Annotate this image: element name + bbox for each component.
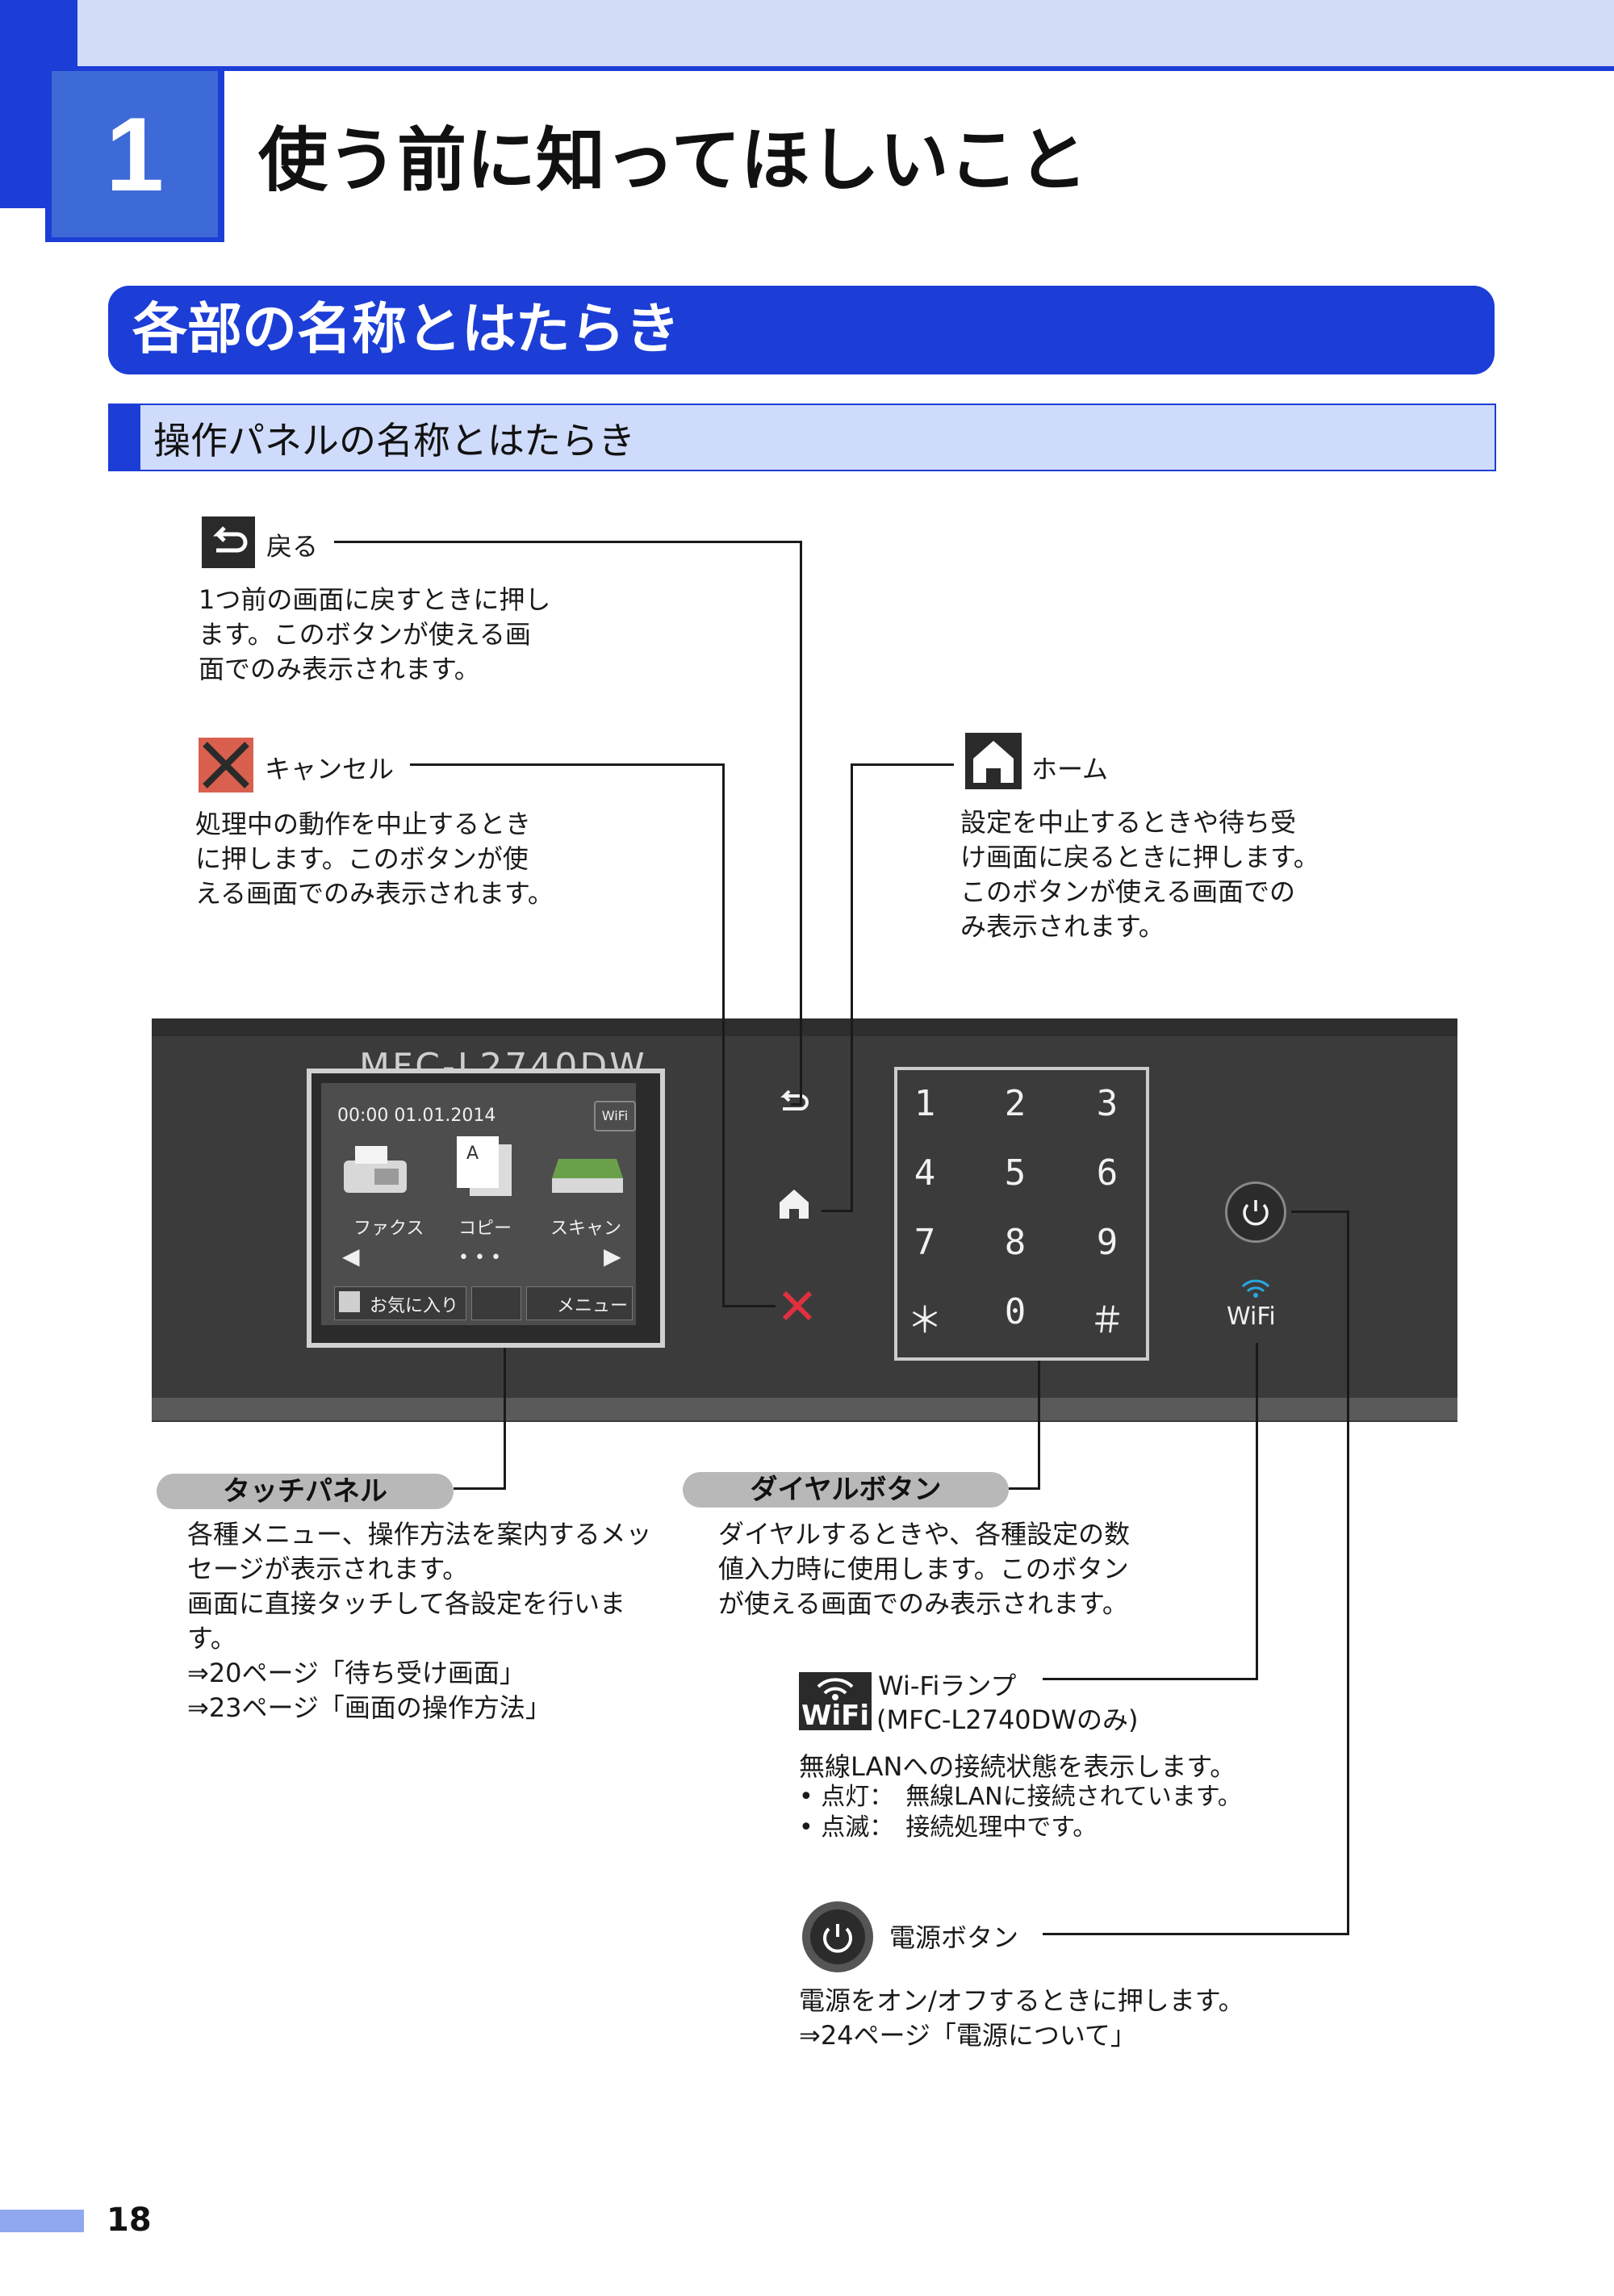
home-icon: [965, 733, 1022, 789]
leader-home: [822, 1210, 853, 1212]
page-number: 18: [107, 2202, 152, 2239]
page-tab: [0, 2210, 84, 2232]
subsection-accent: [108, 404, 140, 471]
key-7[interactable]: 7: [914, 1222, 936, 1263]
leader-power: [1347, 1211, 1349, 1935]
section-title: 各部の名称とはたらき: [108, 286, 1495, 374]
leader-touch-panel: [454, 1487, 506, 1490]
wifi-lamp-model-note: (MFC-L2740DWのみ): [876, 1704, 1139, 1735]
leader-power: [1291, 1211, 1349, 1213]
dial-label: ダイヤルボタン: [683, 1472, 1009, 1508]
panel-power-button[interactable]: [1225, 1181, 1286, 1243]
key-hash[interactable]: ＃: [1089, 1300, 1125, 1341]
leader-cancel: [722, 763, 725, 1307]
dial-description: ダイヤルするときや、各種設定の数 値入力時に使用します。このボタン が使える画面…: [718, 1519, 1131, 1619]
back-icon: [202, 516, 255, 568]
panel-wifi-icon: [1240, 1278, 1272, 1298]
screen-right-arrow[interactable]: ▶: [604, 1243, 621, 1269]
fax-label: ファクス: [353, 1219, 424, 1239]
power-description: 電源をオン/オフするときに押します。 ⇒24ページ「電源について」: [799, 1985, 1244, 2051]
wifi-lamp-icon-text: WiFi: [801, 1700, 870, 1732]
leader-wifi: [1043, 1678, 1258, 1680]
printer-model: MFC-L2740DW: [359, 1046, 647, 1069]
screen-datetime: 00:00 01.01.2014: [337, 1106, 496, 1126]
fax-icon[interactable]: [339, 1141, 412, 1198]
chapter-title: 使う前に知ってほしいこと: [258, 120, 1088, 201]
touch-panel-description: 各種メニュー、操作方法を案内するメッ セージが表示されます。 画面に直接タッチし…: [187, 1519, 652, 1723]
printer-panel-top: [152, 1018, 1457, 1036]
home-label: ホーム: [1031, 754, 1109, 784]
key-0[interactable]: 0: [1004, 1291, 1027, 1332]
wifi-lamp-description: 無線LANへの接続状態を表示します。: [799, 1751, 1236, 1782]
header-bar: [71, 0, 1614, 71]
menu-label: メニュー: [557, 1296, 629, 1316]
key-star[interactable]: ＊: [907, 1300, 943, 1341]
leader-home: [851, 763, 853, 1212]
printer-panel-edge: [152, 1398, 1457, 1420]
screen-wifi-badge: WiFi: [594, 1101, 636, 1131]
scan-label: スキャン: [550, 1219, 622, 1239]
copy-icon[interactable]: A: [449, 1135, 520, 1199]
screen-left-arrow[interactable]: ◀: [342, 1243, 360, 1269]
wifi-lamp-status-on: • 点灯： 無線LANに接続されています。: [799, 1783, 1242, 1811]
key-3[interactable]: 3: [1096, 1083, 1119, 1124]
favorites-label: お気に入り: [370, 1296, 459, 1316]
favorites-icon: [339, 1291, 360, 1312]
leader-back: [791, 1103, 802, 1106]
panel-wifi-label: WiFi: [1227, 1303, 1276, 1331]
key-1[interactable]: 1: [914, 1083, 936, 1124]
copy-label: コピー: [458, 1219, 512, 1239]
wifi-lamp-status-blink: • 点滅： 接続処理中です。: [799, 1813, 1098, 1842]
leader-power: [1043, 1933, 1349, 1935]
cancel-label: キャンセル: [265, 754, 395, 784]
wifi-lamp-icon: [799, 1672, 872, 1730]
dial-keypad: [894, 1067, 1149, 1361]
cancel-description: 処理中の動作を中止するとき に押します。このボタンが使 える画面でのみ表示されま…: [195, 809, 554, 909]
back-label: 戻る: [266, 531, 319, 562]
screen-page-dots: • • •: [458, 1248, 501, 1268]
key-2[interactable]: 2: [1004, 1083, 1027, 1124]
home-description: 設定を中止するときや待ち受 け画面に戻るときに押します。 このボタンが使える画面…: [960, 807, 1319, 942]
wifi-lamp-label: Wi-Fiランプ: [878, 1671, 1017, 1701]
leader-back: [800, 541, 802, 1106]
back-description: 1つ前の画面に戻すときに押し ます。このボタンが使える画 面でのみ表示されます。: [199, 584, 551, 684]
panel-home-button[interactable]: [776, 1186, 812, 1222]
menu-button[interactable]: [526, 1286, 633, 1320]
touch-panel[interactable]: [321, 1083, 636, 1325]
power-label: 電源ボタン: [889, 1922, 1019, 1953]
subsection-bar: [108, 404, 1496, 471]
cancel-icon: [199, 738, 253, 793]
key-4[interactable]: 4: [914, 1152, 936, 1194]
touch-panel-label: タッチパネル: [157, 1474, 454, 1509]
key-9[interactable]: 9: [1096, 1222, 1119, 1263]
svg-text:A: A: [466, 1144, 479, 1164]
leader-dial: [1038, 1361, 1040, 1490]
leader-cancel: [410, 763, 725, 766]
key-5[interactable]: 5: [1004, 1152, 1027, 1194]
leader-home: [851, 763, 954, 766]
key-8[interactable]: 8: [1004, 1222, 1027, 1263]
panel-cancel-button[interactable]: [780, 1288, 815, 1324]
leader-dial: [1009, 1487, 1040, 1490]
leader-touch-panel: [504, 1348, 506, 1490]
toner-button[interactable]: [471, 1286, 521, 1320]
chapter-number: 1: [52, 71, 218, 237]
scan-icon[interactable]: [549, 1143, 626, 1199]
leader-wifi: [1256, 1343, 1258, 1680]
power-icon: [802, 1901, 873, 1972]
subsection-title: 操作パネルの名称とはたらき: [153, 419, 636, 462]
key-6[interactable]: 6: [1096, 1152, 1119, 1194]
leader-back: [334, 541, 802, 543]
leader-cancel: [722, 1305, 776, 1307]
